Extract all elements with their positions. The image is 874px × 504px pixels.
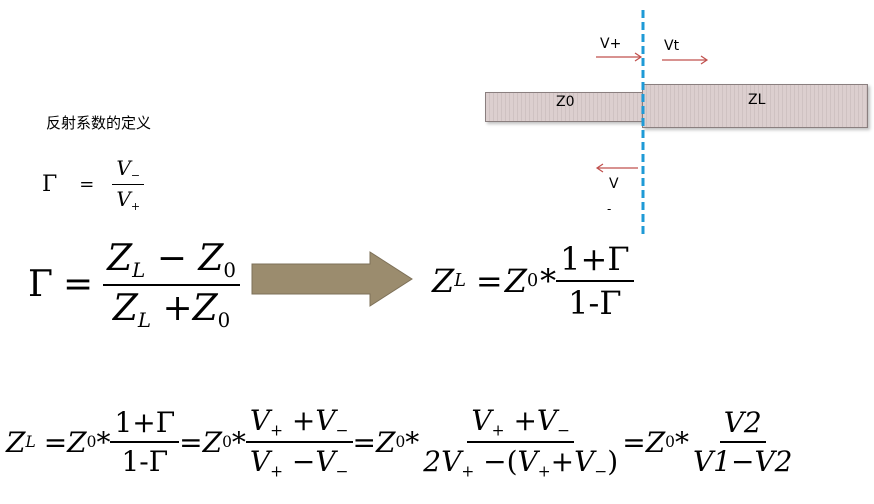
v-minus-arrow-icon (595, 163, 638, 173)
equals-sign: = (79, 173, 95, 195)
vt-label: Vt (664, 38, 680, 54)
minus-subscript: − (130, 168, 141, 182)
l-subscript: L (25, 433, 36, 452)
v1-minus-v2-denominator: V1−V2 (692, 445, 793, 479)
zero-subscript: 0 (222, 433, 232, 452)
one-plus-gamma: 1+Γ (110, 406, 180, 444)
gamma-symbol-large: Γ (28, 264, 53, 306)
z0-label: Z0 (556, 94, 575, 110)
plus-operator: + (291, 404, 316, 437)
voltage-ratio-fraction: V+ +V− V+ −V− (245, 404, 353, 481)
plus-operator: + (162, 287, 193, 329)
equals-sign-large: = (62, 264, 94, 306)
expanded-voltage-fraction: V+ +V− 2V+ −(V++V−) (423, 404, 619, 481)
v-minus-numerator: V (116, 156, 131, 180)
multiply-star: * (405, 425, 420, 459)
equals-sign: = (475, 262, 503, 300)
v-symbol: V (315, 404, 336, 437)
zero-subscript: 0 (665, 433, 675, 452)
z-0-symbol: Z (67, 425, 87, 459)
l-subscript: L (137, 308, 152, 332)
plus-subscript: + (270, 462, 284, 481)
one-minus-gamma: 1-Γ (121, 445, 169, 479)
zero-subscript: 0 (395, 433, 406, 452)
z-0-symbol: Z (192, 287, 218, 329)
v-ratio-fraction: V− V+ (112, 156, 145, 213)
minus-subscript: − (335, 421, 349, 440)
vt-arrow-icon (662, 55, 709, 65)
gamma-impedance-formula: Γ = ZL − Z0 ZL +Z0 (28, 238, 240, 332)
minus-operator: − (156, 238, 187, 279)
gamma-ratio-fraction: 1+Γ 1-Γ (110, 406, 180, 479)
z-l-symbol: Z (112, 287, 138, 329)
minus-subscript: − (594, 462, 608, 481)
v-plus-label: V+ (600, 36, 622, 52)
zero-subscript: 0 (217, 308, 231, 332)
impedance-fraction: ZL − Z0 ZL +Z0 (103, 238, 240, 332)
v-symbol: V (249, 404, 271, 437)
l-subscript: L (132, 258, 146, 282)
equals-sign: = (352, 425, 376, 459)
multiply-star: * (96, 425, 111, 459)
zero-subscript: 0 (526, 271, 539, 291)
plus-subscript: + (270, 421, 284, 440)
z-l-symbol: Z (6, 425, 26, 459)
right-block-arrow-icon (251, 251, 413, 307)
z-0-symbol: Z (376, 425, 396, 459)
z0-line-segment (485, 92, 644, 122)
equals-sign: = (43, 425, 68, 459)
l-subscript: L (454, 271, 466, 291)
v-symbol: V (249, 445, 271, 479)
definition-title: 反射系数的定义 (46, 114, 152, 132)
boundary-dashed-line (641, 10, 645, 234)
z-0-symbol: Z (198, 238, 224, 279)
minus-operator: − (291, 445, 316, 479)
v-plus-arrow-icon (596, 52, 643, 62)
plus-subscript: + (491, 421, 505, 440)
minus-operator: − (483, 445, 507, 479)
zero-subscript: 0 (86, 433, 97, 452)
v-symbol: V (315, 445, 336, 479)
plus-subscript: + (130, 199, 141, 213)
minus-subscript: − (557, 421, 571, 440)
v-minus-label: V (609, 176, 619, 192)
v-symbol: V (517, 445, 538, 479)
gamma-definition-formula: Γ = V− V+ (42, 156, 145, 213)
z-l-symbol: Z (107, 238, 133, 279)
plus-subscript: + (537, 462, 551, 481)
v-symbol: V (574, 445, 595, 479)
equals-sign: = (179, 425, 203, 459)
gamma-ratio-fraction: 1+Γ 1-Γ (556, 240, 634, 322)
multiply-star: * (540, 262, 557, 300)
equals-sign: = (622, 425, 646, 459)
v2-ratio-fraction: V2 V1−V2 (689, 406, 797, 478)
z-l-symbol: Z (432, 262, 455, 300)
multiply-star: * (231, 425, 246, 459)
plus-operator: + (550, 445, 575, 479)
gamma-symbol: Γ (42, 171, 58, 197)
z-0-symbol: Z (504, 262, 527, 300)
minus-subscript: − (335, 462, 349, 481)
plus-operator: + (513, 404, 537, 437)
multiply-star: * (674, 425, 689, 459)
v2-numerator: V2 (719, 406, 766, 444)
v-symbol: V (536, 404, 558, 437)
zl-label: ZL (748, 92, 766, 108)
zl-line-segment (642, 84, 868, 128)
v-plus-denominator: V (116, 186, 131, 211)
v-symbol: V (471, 404, 492, 437)
z-0-symbol: Z (202, 425, 223, 459)
plus-subscript: + (461, 462, 475, 481)
v-minus-subscript: - (607, 202, 612, 216)
z-0-symbol: Z (645, 425, 666, 459)
two-v-plus: 2V (423, 445, 462, 479)
zero-subscript: 0 (223, 258, 236, 282)
one-plus-gamma: 1+Γ (556, 240, 634, 282)
one-minus-gamma: 1-Γ (568, 284, 622, 322)
